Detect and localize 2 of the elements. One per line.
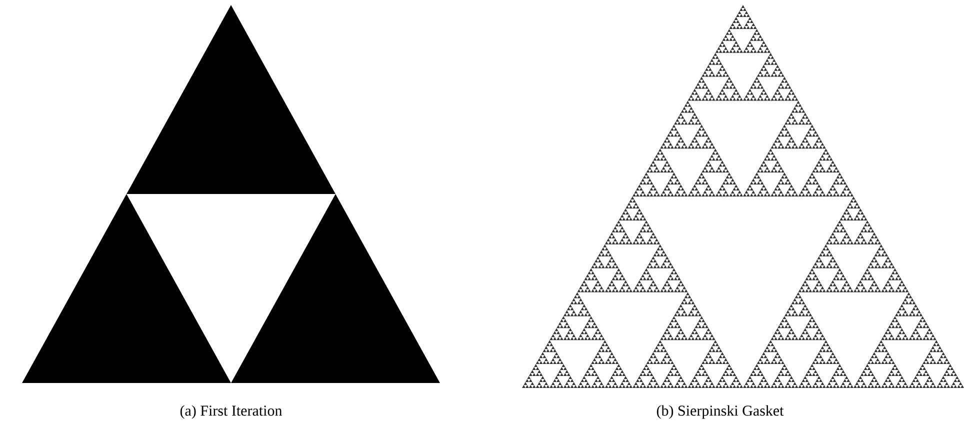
caption: (a) First Iteration xyxy=(180,405,282,419)
caption: (b) Sierpinski Gasket xyxy=(656,405,784,419)
